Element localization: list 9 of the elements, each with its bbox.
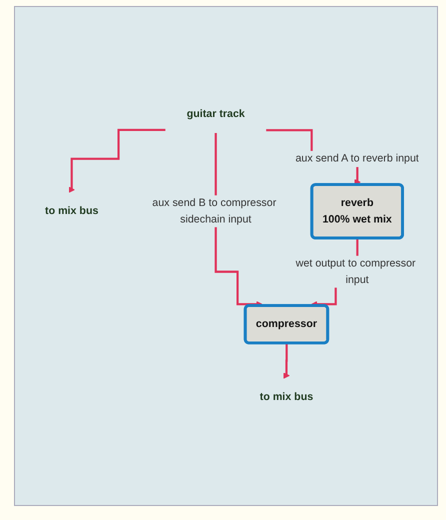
node-text: to mix bus xyxy=(260,390,314,403)
edge-label: aux send A to reverb input xyxy=(295,152,419,165)
edge-label: aux send B to compressor sidechain input xyxy=(152,196,276,226)
arrow xyxy=(68,129,166,194)
flowchart: aux send B to compressor sidechain input aux send A to reverb input wet output to compressor input guitar track to mix bus reverb 100% wet mix compressor to mix bus xyxy=(18,90,434,422)
edge-label: wet output to compressor input xyxy=(296,257,416,286)
node-text: guitar track xyxy=(186,108,245,120)
arrow xyxy=(283,342,290,379)
node-text: to mix bus xyxy=(45,204,98,218)
